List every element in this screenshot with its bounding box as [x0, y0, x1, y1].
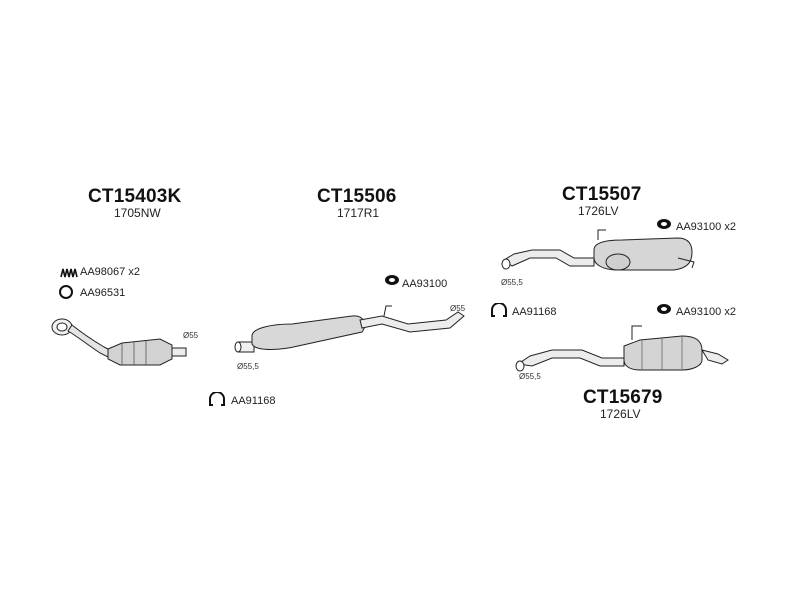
reference-1705nw: 1705NW — [114, 206, 161, 220]
accessory-aa98067: AA98067 x2 — [80, 266, 140, 278]
reference-1717r1: 1717R1 — [337, 206, 380, 220]
accessory-aa96531: AA96531 — [80, 287, 126, 299]
accessory-aa91168-rear: AA91168 — [512, 306, 557, 318]
ring-gasket-icon — [59, 285, 73, 299]
middle-silencer-pipe — [234, 305, 465, 353]
diameter-middle-inlet: Ø55,5 — [237, 362, 259, 371]
reference-1726lv-upper: 1726LV — [578, 204, 619, 218]
part-number-ct15403k: CT15403K — [88, 186, 182, 207]
diameter-rear-lower-inlet: Ø55,5 — [519, 372, 541, 381]
diameter-rear-upper-inlet: Ø55,5 — [501, 278, 523, 287]
diameter-middle-outlet: Ø55 — [450, 304, 466, 313]
reference-1726lv-lower: 1726LV — [600, 407, 641, 421]
rubber-mount-icon — [657, 304, 671, 314]
accessory-aa93100-rear-upper: AA93100 x2 — [676, 221, 736, 233]
rubber-mount-icon — [657, 219, 671, 229]
clamp-icon — [209, 392, 225, 406]
accessory-aa93100-middle: AA93100 — [402, 278, 448, 290]
accessory-aa93100-rear-lower: AA93100 x2 — [676, 306, 736, 318]
rubber-mount-icon — [385, 275, 399, 285]
spring-icon — [60, 268, 78, 278]
rear-silencer-lower — [515, 325, 729, 372]
diameter-front-outlet: Ø55 — [183, 331, 199, 340]
part-number-ct15679: CT15679 — [583, 387, 663, 408]
accessory-aa91168-middle: AA91168 — [231, 395, 276, 407]
part-number-ct15507: CT15507 — [562, 184, 642, 205]
rear-silencer-upper — [501, 229, 695, 271]
part-number-ct15506: CT15506 — [317, 186, 397, 207]
catalytic-converter-front-pipe — [51, 318, 187, 366]
clamp-icon — [491, 303, 507, 317]
